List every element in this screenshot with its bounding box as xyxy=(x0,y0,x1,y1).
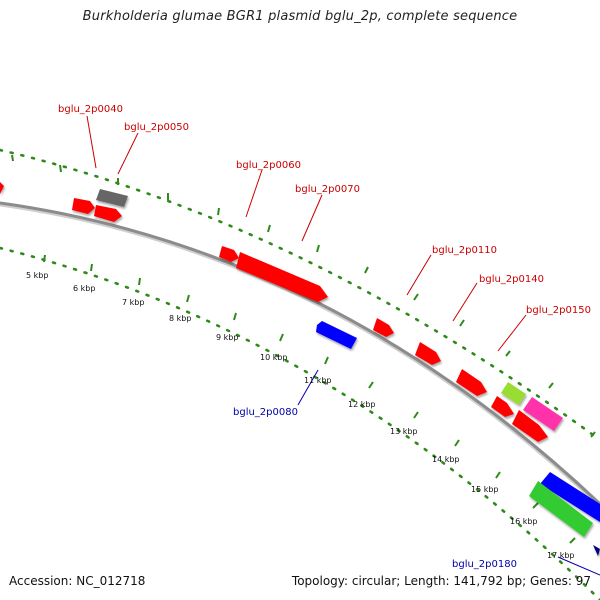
label-leaders xyxy=(86,115,600,576)
gene-arrow xyxy=(529,481,593,537)
outer-lane-genes xyxy=(96,189,563,431)
gene-label-bglu-2p0060: bglu_2p0060 xyxy=(236,160,301,171)
topology-summary: Topology: circular; Length: 141,792 bp; … xyxy=(291,574,591,588)
gene-labels: bglu_2p0040 bglu_2p0050 bglu_2p0060 bglu… xyxy=(58,104,591,570)
gene-arrow xyxy=(236,252,328,302)
gene-label-bglu-2p0150: bglu_2p0150 xyxy=(526,305,591,316)
inner-dotted-ring xyxy=(0,246,600,600)
scale-label: 14 kbp xyxy=(432,455,460,464)
inner-major-ticks xyxy=(43,254,576,544)
map-title: Burkholderia glumae BGR1 plasmid bglu_2p… xyxy=(82,9,518,24)
gene-arrow xyxy=(316,321,357,349)
scale-label: 6 kbp xyxy=(73,284,95,293)
gene-arrow xyxy=(94,205,122,222)
scale-label: 17 kbp xyxy=(547,551,575,560)
gene-label-bglu-2p0140: bglu_2p0140 xyxy=(479,274,544,285)
gene-label-bglu-2p0070: bglu_2p0070 xyxy=(295,184,360,195)
gene-label-bglu-2p0180: bglu_2p0180 xyxy=(452,559,517,570)
gene-arrow xyxy=(540,472,600,522)
gene-arrow xyxy=(491,396,514,417)
gene-arrow xyxy=(415,342,441,365)
reverse-genes xyxy=(316,321,600,556)
gene-arrow xyxy=(219,246,239,262)
gene-box xyxy=(96,189,128,207)
scale-label: 16 kbp xyxy=(510,517,538,526)
scale-label: 9 kbp xyxy=(216,333,238,342)
gene-label-bglu-2p0110: bglu_2p0110 xyxy=(432,245,497,256)
scale-label: 11 kbp xyxy=(304,376,332,385)
gene-arrow xyxy=(512,410,548,442)
scale-label: 15 kbp xyxy=(471,485,499,494)
scale-label: 12 kbp xyxy=(348,400,376,409)
gene-label-bglu-2p0040: bglu_2p0040 xyxy=(58,104,123,115)
gene-arrow xyxy=(593,545,600,556)
scale-label: 8 kbp xyxy=(169,314,191,323)
gene-arrow xyxy=(373,318,394,337)
accession-text: Accession: NC_012718 xyxy=(9,574,146,588)
scale-label: 5 kbp xyxy=(26,271,48,280)
scale-label: 10 kbp xyxy=(260,353,288,362)
scale-label: 13 kbp xyxy=(390,427,418,436)
backbone-shadow xyxy=(0,201,600,507)
gene-arrow xyxy=(72,198,95,214)
gene-label-bglu-2p0080: bglu_2p0080 xyxy=(233,407,298,418)
gene-arrow xyxy=(456,369,487,396)
outer-major-ticks xyxy=(11,154,596,438)
scale-label: 7 kbp xyxy=(122,298,144,307)
gene-arrow xyxy=(0,182,4,194)
gene-label-bglu-2p0050: bglu_2p0050 xyxy=(124,122,189,133)
forward-genes xyxy=(0,182,548,442)
gene-arrow xyxy=(523,397,563,431)
backbone xyxy=(0,201,600,506)
outer-dotted-ring xyxy=(0,148,600,442)
scale-labels: 5 kbp 6 kbp 7 kbp 8 kbp 9 kbp 10 kbp 11 … xyxy=(26,271,575,560)
gene-arrow xyxy=(501,382,526,405)
